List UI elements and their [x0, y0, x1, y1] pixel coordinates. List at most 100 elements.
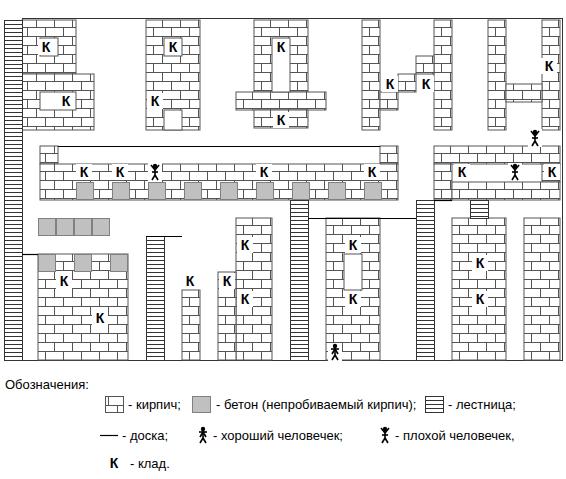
empty-cell — [272, 38, 290, 92]
treasure-mark: К — [368, 165, 377, 179]
ladder — [5, 21, 23, 361]
empty-cell — [164, 38, 182, 56]
treasure-mark: К — [241, 292, 250, 306]
treasure-mark: К — [80, 165, 89, 179]
legend-text: - клад. — [130, 457, 170, 470]
people — [148, 129, 542, 361]
ladder — [471, 201, 489, 219]
empty-cells — [40, 38, 362, 290]
treasure-cell — [472, 291, 488, 307]
brick-wall — [254, 20, 308, 92]
legend-label: Обозначения: — [5, 378, 89, 391]
brick-walls — [22, 20, 560, 360]
treasure-cell — [58, 93, 74, 109]
treasure-cell — [256, 164, 272, 180]
treasure-mark: К — [349, 238, 358, 252]
brick-wall — [326, 218, 380, 360]
brick-wall — [524, 218, 560, 360]
treasure-mark: К — [186, 274, 195, 288]
treasure-mark: К — [349, 292, 358, 306]
treasure-cell — [147, 93, 163, 109]
brick-wall — [452, 218, 506, 360]
concrete-block — [149, 183, 166, 200]
treasure-cell — [92, 310, 108, 326]
board — [146, 236, 182, 237]
brick-wall — [398, 74, 416, 92]
ladder — [417, 201, 435, 361]
good-man — [196, 426, 210, 444]
legend-samples — [100, 397, 444, 445]
concrete-block — [329, 183, 346, 200]
concrete-block — [39, 255, 56, 272]
legend-text: - лестница; — [448, 398, 516, 411]
treasure-mark: К — [476, 256, 485, 270]
brick-wall — [38, 254, 128, 360]
concrete-block — [365, 183, 382, 200]
legend-label: К — [110, 456, 119, 470]
treasure-cell — [345, 237, 361, 253]
treasure-cell — [273, 112, 289, 128]
treasure-cell — [76, 164, 92, 180]
treasure-mark: К — [42, 40, 51, 54]
brick-wall — [146, 20, 200, 130]
concrete-block — [39, 219, 56, 236]
board — [22, 254, 38, 255]
concrete-swatch — [193, 397, 211, 413]
concrete-block — [77, 183, 94, 200]
treasure-mark: К — [277, 113, 286, 127]
good-man — [328, 343, 342, 361]
brick-wall — [434, 146, 560, 164]
treasure-mark: К — [241, 238, 250, 252]
treasure-cell — [237, 291, 253, 307]
brick-wall — [22, 74, 94, 130]
brick-wall — [380, 146, 398, 164]
treasure-cell — [472, 255, 488, 271]
legend-text: - доска; — [122, 429, 168, 442]
legend-text: - плохой человечек, — [395, 429, 515, 442]
treasure-cell — [418, 76, 434, 92]
brick-wall — [542, 164, 560, 182]
brick-wall — [182, 290, 200, 360]
board — [308, 218, 416, 219]
brick-wall — [236, 92, 326, 110]
empty-cell — [40, 38, 58, 56]
board-sample — [100, 435, 118, 436]
treasure-cell — [544, 164, 560, 180]
treasure-mark: К — [458, 165, 467, 179]
treasure-cell — [38, 39, 54, 55]
treasure-cell — [364, 164, 380, 180]
treasure-cell — [237, 237, 253, 253]
treasure-cell — [112, 164, 128, 180]
treasure-cell — [219, 273, 235, 289]
brick-wall — [506, 84, 542, 102]
bad-man — [378, 426, 392, 444]
treasure-mark: К — [96, 311, 105, 325]
brick-wall — [416, 56, 434, 74]
ladder — [291, 201, 309, 361]
bad-man — [528, 129, 542, 147]
board — [58, 146, 380, 147]
concrete-block — [111, 255, 128, 272]
brick-wall — [488, 20, 506, 130]
treasure-cells — [38, 39, 560, 326]
concrete-block — [113, 183, 130, 200]
brick-wall — [218, 272, 236, 360]
treasure-mark: К — [548, 165, 557, 179]
concrete-block — [293, 183, 310, 200]
concrete-block — [257, 183, 274, 200]
treasure-mark: К — [422, 77, 431, 91]
legend-text: - бетон (непробиваемый кирпич); — [216, 398, 416, 411]
treasure-cell — [454, 164, 470, 180]
treasure-mark: К — [223, 274, 232, 288]
brick-wall — [236, 218, 272, 360]
brick-wall — [452, 182, 560, 200]
treasure-cell — [182, 273, 198, 289]
empty-cell — [164, 110, 182, 130]
bad-man — [148, 163, 162, 181]
concrete-block — [75, 255, 92, 272]
treasure-mark: К — [169, 40, 178, 54]
concrete-blocks — [39, 183, 382, 272]
treasure-mark: К — [60, 274, 69, 288]
treasure-mark: К — [277, 40, 286, 54]
